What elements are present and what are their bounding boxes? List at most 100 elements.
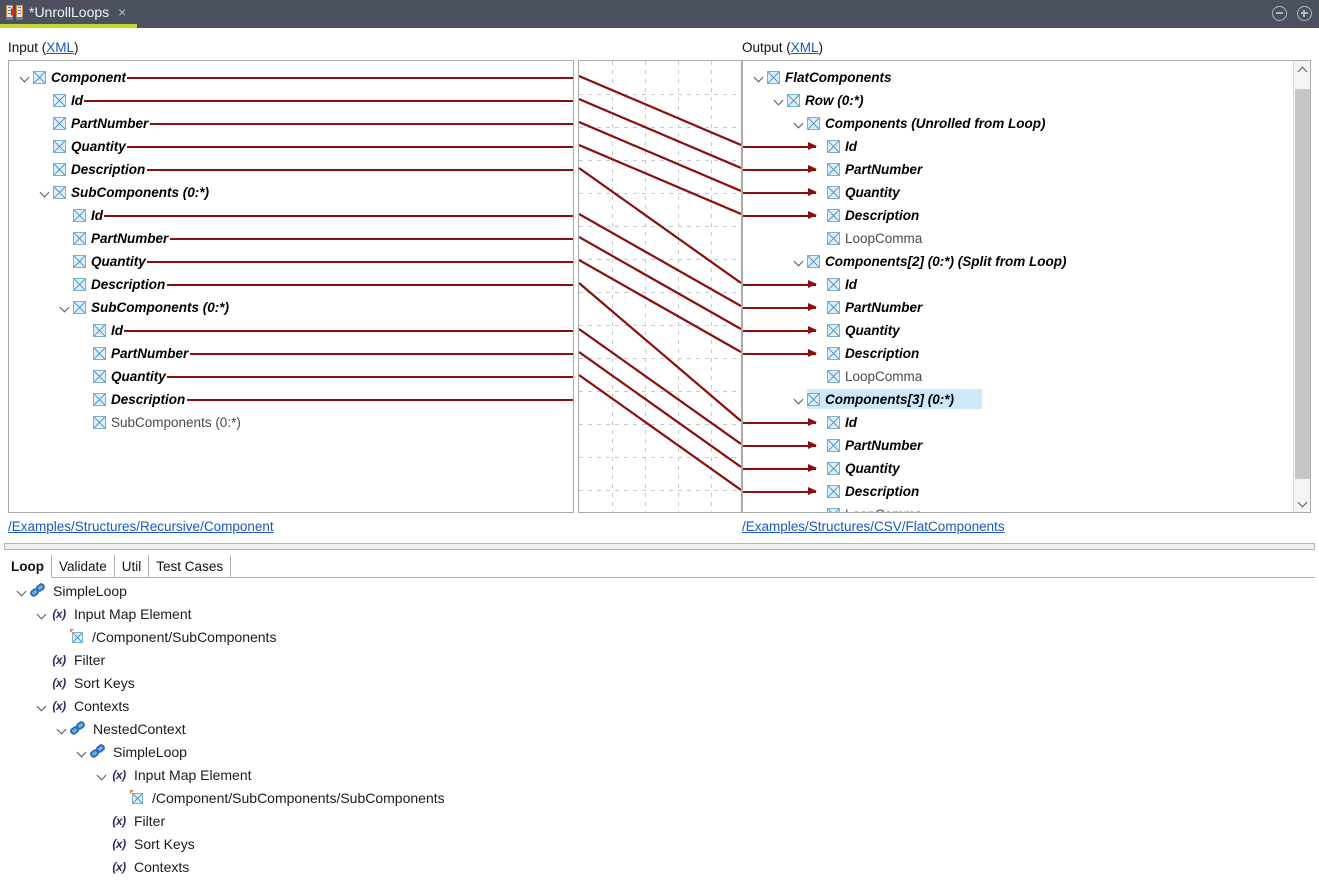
output-tree-row[interactable]: LoopComma bbox=[811, 503, 922, 512]
output-tree-row[interactable]: Id bbox=[811, 273, 857, 295]
loop-tree-row[interactable]: (x)Input Map Element bbox=[34, 602, 191, 625]
node-checkbox-icon[interactable] bbox=[827, 438, 840, 452]
output-tree-row[interactable]: LoopComma bbox=[811, 227, 922, 249]
node-checkbox-icon[interactable] bbox=[93, 323, 106, 337]
node-checkbox-icon[interactable] bbox=[827, 162, 840, 176]
output-tree-row[interactable]: PartNumber bbox=[811, 296, 922, 318]
minimize-icon[interactable] bbox=[1272, 6, 1287, 21]
chevron-down-icon[interactable] bbox=[791, 115, 807, 131]
node-checkbox-icon[interactable] bbox=[827, 415, 840, 429]
node-checkbox-icon[interactable] bbox=[93, 346, 106, 360]
node-checkbox-icon[interactable] bbox=[73, 254, 86, 268]
input-tree-row[interactable]: Id bbox=[57, 204, 103, 226]
output-tree-row[interactable]: Quantity bbox=[811, 319, 900, 341]
output-tree-row[interactable]: PartNumber bbox=[811, 434, 922, 456]
chevron-down-icon[interactable] bbox=[771, 92, 787, 108]
input-structure-link[interactable]: /Examples/Structures/Recursive/Component bbox=[8, 519, 274, 534]
node-checkbox-icon[interactable] bbox=[53, 185, 66, 199]
loop-tree-row[interactable]: (x)Filter bbox=[94, 809, 165, 832]
node-checkbox-icon[interactable] bbox=[827, 461, 840, 475]
loop-tree-row[interactable]: /Component/SubComponents bbox=[54, 625, 276, 648]
loop-tree-row[interactable]: /Component/SubComponents/SubComponents bbox=[114, 786, 445, 809]
node-checkbox-icon[interactable] bbox=[827, 369, 840, 383]
node-checkbox-icon[interactable] bbox=[827, 231, 840, 245]
input-xml-link[interactable]: XML bbox=[46, 40, 75, 55]
output-tree-row[interactable]: Quantity bbox=[811, 181, 900, 203]
node-checkbox-icon[interactable] bbox=[767, 70, 780, 84]
node-checkbox-icon[interactable] bbox=[807, 116, 820, 130]
loop-tree-row[interactable]: SimpleLoop bbox=[74, 740, 187, 763]
output-tree-row[interactable]: Components[3] (0:*) bbox=[791, 388, 954, 410]
loop-tree-row[interactable]: (x)Input Map Element bbox=[94, 763, 251, 786]
loop-tree-row[interactable]: NestedContext bbox=[54, 717, 186, 740]
chevron-down-icon[interactable] bbox=[17, 69, 33, 85]
output-tree-row[interactable]: FlatComponents bbox=[751, 66, 892, 88]
node-checkbox-icon[interactable] bbox=[73, 277, 86, 291]
bottom-tab-util[interactable]: Util bbox=[115, 555, 150, 578]
node-checkbox-icon[interactable] bbox=[33, 70, 46, 84]
maximize-icon[interactable] bbox=[1297, 6, 1312, 21]
input-tree-row[interactable]: Description bbox=[37, 158, 145, 180]
output-tree-row[interactable]: Id bbox=[811, 135, 857, 157]
node-checkbox-icon[interactable] bbox=[807, 254, 820, 268]
output-xml-link[interactable]: XML bbox=[790, 40, 819, 55]
input-tree-row[interactable]: Description bbox=[57, 273, 165, 295]
input-tree-row[interactable]: SubComponents (0:*) bbox=[57, 296, 229, 318]
chevron-down-icon[interactable] bbox=[791, 253, 807, 269]
input-tree-row[interactable]: Quantity bbox=[77, 365, 166, 387]
output-tree-row[interactable]: PartNumber bbox=[811, 158, 922, 180]
input-tree-row[interactable]: PartNumber bbox=[77, 342, 188, 364]
loop-tree-row[interactable]: (x)Contexts bbox=[34, 694, 129, 717]
output-structure-link[interactable]: /Examples/Structures/CSV/FlatComponents bbox=[742, 519, 1005, 534]
chevron-down-icon[interactable] bbox=[74, 744, 90, 760]
output-tree-row[interactable]: Components[2] (0:*) (Split from Loop) bbox=[791, 250, 1066, 272]
chevron-down-icon[interactable] bbox=[37, 184, 53, 200]
node-checkbox-icon[interactable] bbox=[53, 162, 66, 176]
chevron-down-icon[interactable] bbox=[791, 391, 807, 407]
loop-tree-row[interactable]: (x)Sort Keys bbox=[34, 671, 134, 694]
chevron-down-icon[interactable] bbox=[34, 698, 50, 714]
chevron-down-icon[interactable] bbox=[751, 69, 767, 85]
input-tree-row[interactable]: SubComponents (0:*) bbox=[77, 411, 241, 433]
output-tree-row[interactable]: Description bbox=[811, 480, 919, 502]
node-checkbox-icon[interactable] bbox=[827, 185, 840, 199]
node-checkbox-icon[interactable] bbox=[827, 300, 840, 314]
node-checkbox-icon[interactable] bbox=[827, 323, 840, 337]
output-tree-row[interactable]: Description bbox=[811, 342, 919, 364]
output-tree-row[interactable]: Components (Unrolled from Loop) bbox=[791, 112, 1045, 134]
bottom-tab-loop[interactable]: Loop bbox=[4, 555, 52, 578]
node-checkbox-icon[interactable] bbox=[73, 208, 86, 222]
output-tree-row[interactable]: Description bbox=[811, 204, 919, 226]
node-checkbox-icon[interactable] bbox=[827, 139, 840, 153]
input-tree-row[interactable]: SubComponents (0:*) bbox=[37, 181, 209, 203]
bottom-tab-validate[interactable]: Validate bbox=[52, 555, 115, 578]
input-tree-row[interactable]: Description bbox=[77, 388, 185, 410]
node-checkbox-icon[interactable] bbox=[93, 369, 106, 383]
output-tree-row[interactable]: Row (0:*) bbox=[771, 89, 864, 111]
chevron-down-icon[interactable] bbox=[34, 606, 50, 622]
output-tree-row[interactable]: LoopComma bbox=[811, 365, 922, 387]
loop-tree-row[interactable]: (x)Filter bbox=[34, 648, 105, 671]
node-checkbox-icon[interactable] bbox=[827, 346, 840, 360]
input-tree-row[interactable]: PartNumber bbox=[37, 112, 148, 134]
scroll-up-icon[interactable] bbox=[1294, 61, 1310, 78]
node-checkbox-icon[interactable] bbox=[53, 116, 66, 130]
chevron-down-icon[interactable] bbox=[14, 583, 30, 599]
node-checkbox-icon[interactable] bbox=[827, 507, 840, 512]
chevron-down-icon[interactable] bbox=[57, 299, 73, 315]
node-checkbox-icon[interactable] bbox=[53, 139, 66, 153]
loop-tree-row[interactable]: (x)Sort Keys bbox=[94, 832, 194, 855]
input-tree-row[interactable]: Id bbox=[77, 319, 123, 341]
bottom-tab-test-cases[interactable]: Test Cases bbox=[149, 555, 232, 578]
close-icon[interactable]: × bbox=[118, 4, 127, 20]
node-checkbox-icon[interactable] bbox=[93, 415, 106, 429]
scroll-down-icon[interactable] bbox=[1294, 495, 1310, 512]
node-checkbox-icon[interactable] bbox=[787, 93, 800, 107]
horizontal-splitter[interactable] bbox=[4, 543, 1315, 550]
chevron-down-icon[interactable] bbox=[94, 767, 110, 783]
node-checkbox-icon[interactable] bbox=[53, 93, 66, 107]
node-checkbox-icon[interactable] bbox=[73, 300, 86, 314]
scrollbar-thumb[interactable] bbox=[1295, 89, 1310, 479]
